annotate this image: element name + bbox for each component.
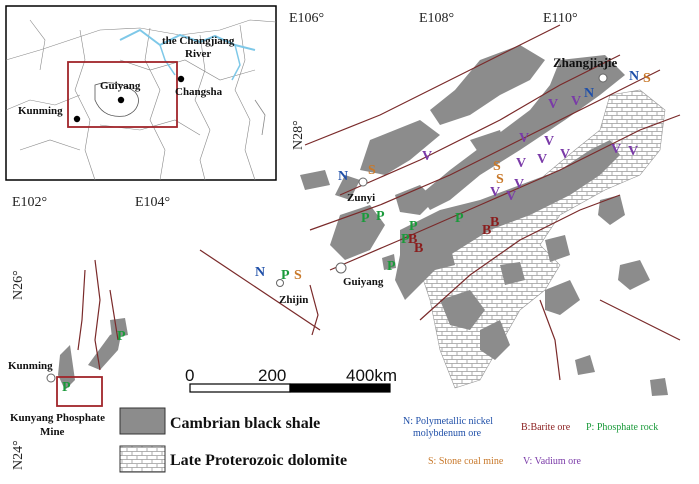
city-zunyi: Zunyi [347,192,375,204]
legend-shale-swatch [119,407,166,435]
inset-city-guiyang: Guiyang [100,80,141,92]
coord-e102: E102° [12,195,47,210]
kunyang-label-1: Kunyang Phosphate [10,412,105,424]
ore-s-4: S [368,163,376,178]
ore-v-1: V [548,97,558,112]
ore-b-3: B [482,223,491,238]
ore-n-1: N [629,69,639,84]
ore-v-2: V [571,94,581,109]
ore-legend-v: V: Vadium ore [523,456,582,467]
ore-markers: N S N V V V V V V V V V V S S V V V N S … [62,69,651,395]
coord-n24: N24° [11,440,26,470]
ore-v-9: V [611,142,621,157]
scale-bar: 0 200 400km [185,366,397,393]
coordinate-labels: E106° E108° E110° E102° E104° N28° N26° … [11,11,578,470]
city-guiyang: Guiyang [343,276,384,288]
ore-v-10: V [628,144,638,159]
faults [77,24,681,381]
ore-p-7: P [281,268,290,283]
ore-p-8: P [117,329,126,344]
ore-legend: N: Polymetallic nickel molybdenum ore B:… [403,416,658,467]
ore-n-2: N [584,86,594,101]
inset-river-label: the Changjiang [162,35,235,47]
ore-v-11: V [490,185,500,200]
ore-p-9: P [62,380,71,395]
ore-b-2: B [414,241,423,256]
city-zhijin: Zhijin [279,294,308,306]
coord-e108: E108° [419,11,454,26]
scale-label-200: 200 [258,366,286,385]
shale-areas [58,45,668,396]
ore-p-4: P [401,232,410,247]
city-zhangjiajie: Zhangjiajie [553,55,618,70]
legend: Cambrian black shale Late Proterozoic do… [119,407,347,473]
ore-s-5: S [294,268,302,283]
ore-v-7: V [537,152,547,167]
ore-b-1: B [408,232,417,247]
ore-p-6: P [387,259,396,274]
legend-shale-label: Cambrian black shale [170,415,320,432]
coord-n26: N26° [11,270,26,300]
ore-legend-b: B:Barite ore [521,422,571,433]
ore-n-4: N [255,265,265,280]
inset-city-changsha: Changsha [175,86,223,98]
city-kunming: Kunming [8,360,53,372]
ore-legend-p: P: Phosphate rock [586,422,658,433]
ore-v-8: V [422,149,432,164]
coord-e104: E104° [135,195,170,210]
kunyang-label-2: Mine [40,426,65,438]
ore-p-5: P [455,211,464,226]
city-markers [46,73,608,407]
ore-b-4: B [490,215,499,230]
coord-e110: E110° [543,11,578,26]
legend-dolomite-label: Late Proterozoic dolomite [170,452,347,469]
ore-s-3: S [496,172,504,187]
ore-p-2: P [376,209,385,224]
ore-s-1: S [643,71,651,86]
coord-e106: E106° [289,11,324,26]
ore-v-4: V [544,134,554,149]
inset-city-kunming: Kunming [18,105,63,117]
inset-map: the Changjiang River Guiyang Changsha Ku… [5,5,277,181]
inset-river-label-2: River [185,48,211,60]
ore-v-12: V [514,177,524,192]
legend-dolomite-swatch [119,445,166,473]
ore-p-3: P [409,219,418,234]
scale-label-0: 0 [185,366,194,385]
ore-legend-n-1: N: Polymetallic nickel [403,416,493,427]
ore-s-2: S [493,159,501,174]
ore-v-13: V [506,189,516,204]
ore-p-1: P [361,211,370,226]
ore-legend-s: S: Stone coal mine [428,456,504,467]
ore-v-3: V [519,131,529,146]
ore-n-3: N [338,169,348,184]
coord-n28: N28° [291,120,306,150]
city-labels: Zhangjiajie Zunyi Guiyang Zhijin Kunming… [8,55,618,438]
ore-v-6: V [516,156,526,171]
scale-label-400km: 400km [346,366,397,385]
ore-legend-n-2: molybdenum ore [413,428,482,439]
ore-v-5: V [560,147,570,162]
